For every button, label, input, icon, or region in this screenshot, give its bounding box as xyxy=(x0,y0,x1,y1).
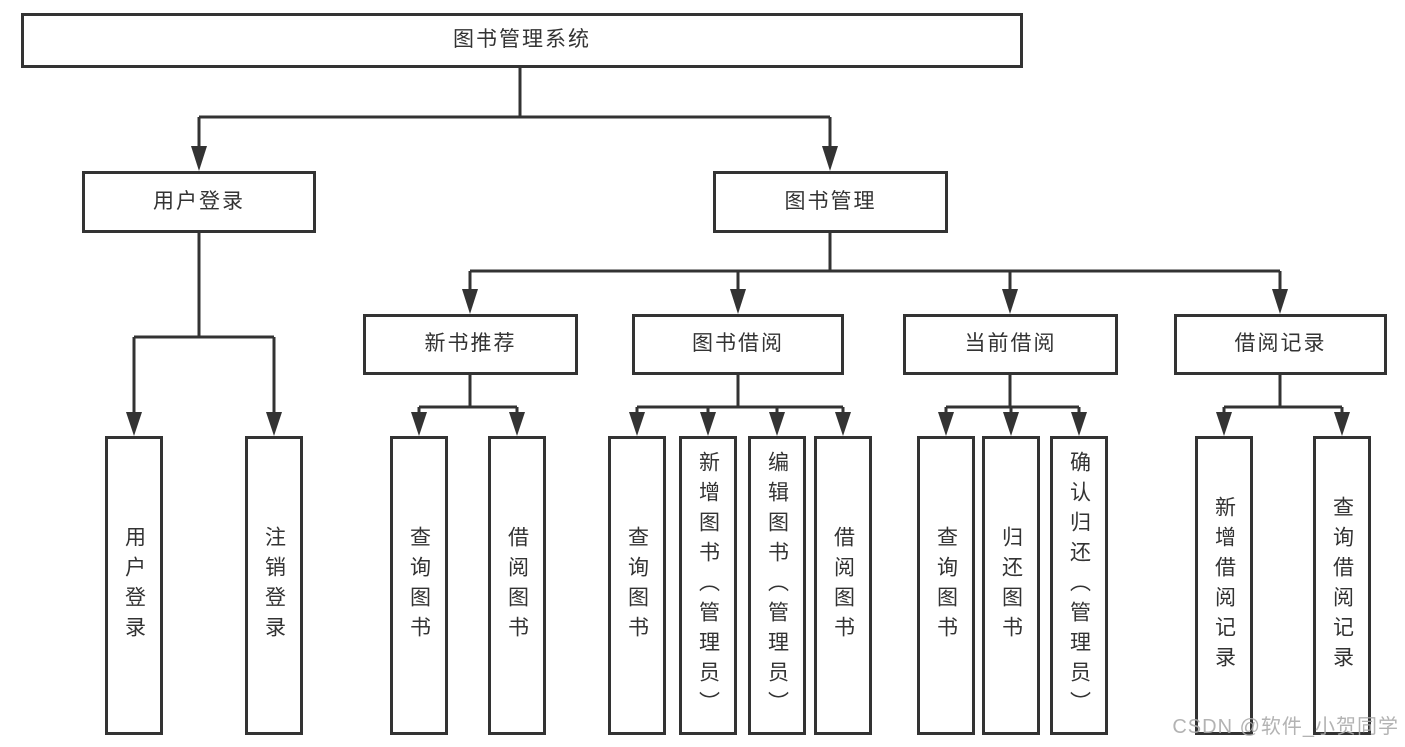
node-bb-edit-books-admin: 编辑图书（管理员） xyxy=(748,436,806,735)
node-cb-return-books: 归还图书 xyxy=(982,436,1040,735)
node-current-borrowing: 当前借阅 xyxy=(903,314,1118,375)
node-cb-query-books: 查询图书 xyxy=(917,436,975,735)
node-rec-borrow-books: 借阅图书 xyxy=(488,436,546,735)
node-user-login: 用户登录 xyxy=(82,171,316,233)
node-new-book-recommend: 新书推荐 xyxy=(363,314,578,375)
node-rec-query-books: 查询图书 xyxy=(390,436,448,735)
node-book-management: 图书管理 xyxy=(713,171,948,233)
node-borrowing-records: 借阅记录 xyxy=(1174,314,1387,375)
node-br-add-record: 新增借阅记录 xyxy=(1195,436,1253,735)
node-cb-confirm-return-admin: 确认归还（管理员） xyxy=(1050,436,1108,735)
node-bb-borrow-books: 借阅图书 xyxy=(814,436,872,735)
node-root: 图书管理系统 xyxy=(21,13,1023,68)
node-br-query-record: 查询借阅记录 xyxy=(1313,436,1371,735)
watermark: CSDN @软件_小贺同学 xyxy=(1172,716,1399,738)
node-do-logout: 注销登录 xyxy=(245,436,303,735)
node-do-login: 用户登录 xyxy=(105,436,163,735)
node-bb-add-books-admin: 新增图书（管理员） xyxy=(679,436,737,735)
node-book-borrowing: 图书借阅 xyxy=(632,314,844,375)
node-bb-query-books: 查询图书 xyxy=(608,436,666,735)
